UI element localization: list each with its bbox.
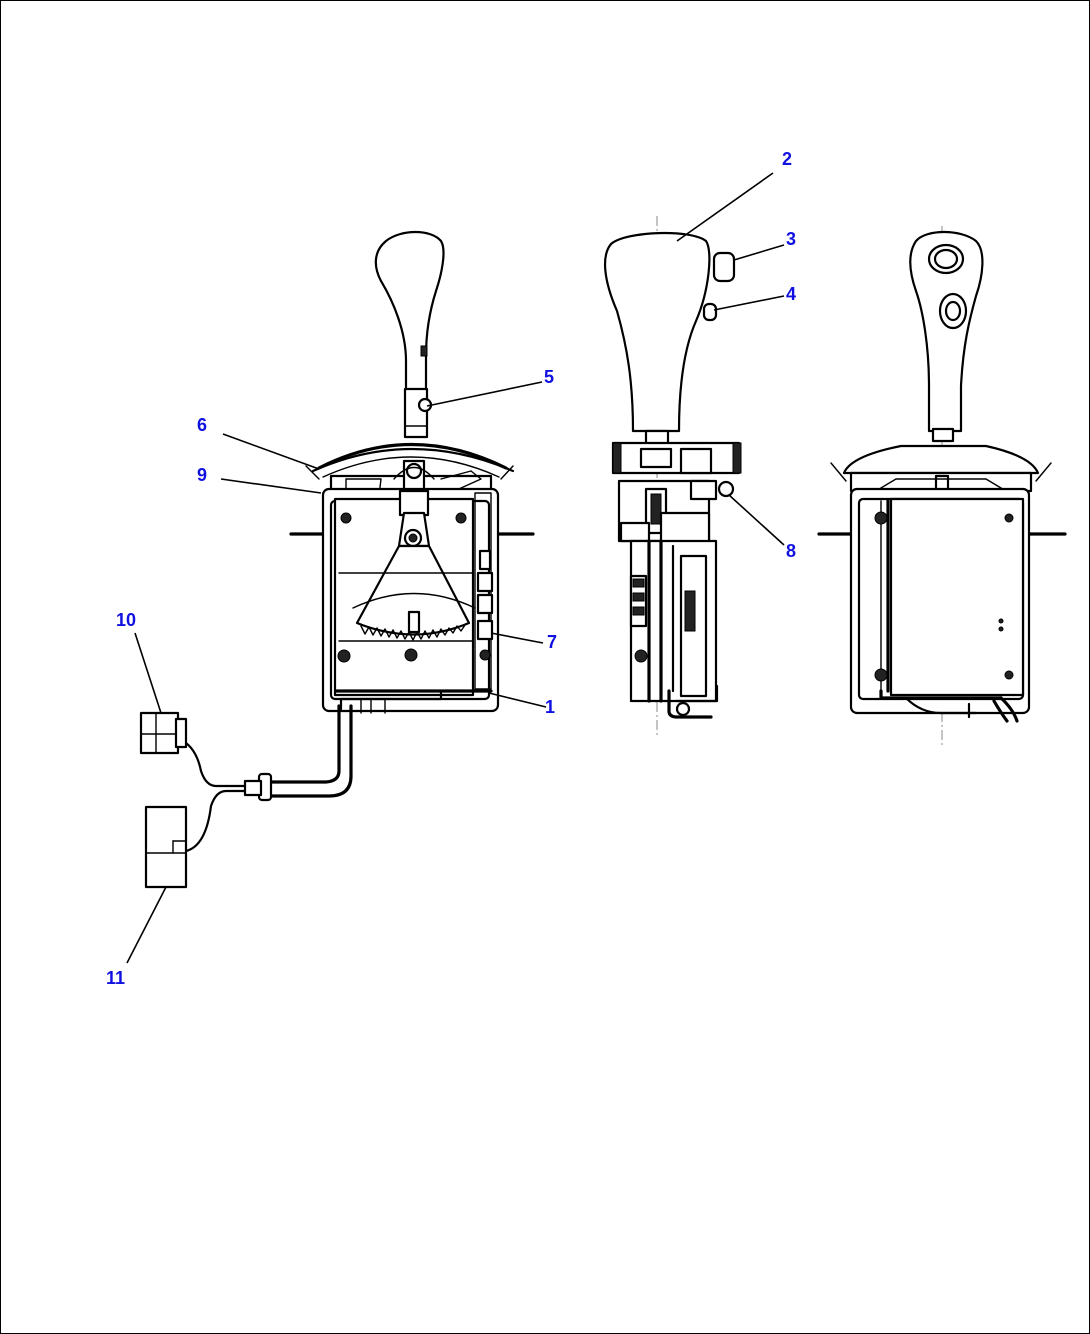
- callout-2: 2: [782, 149, 792, 169]
- callout-7: 7: [547, 632, 557, 652]
- callout-1: 1: [545, 697, 555, 717]
- leader-6: [222, 433, 320, 470]
- side-knob: [604, 231, 711, 433]
- callout-labels: 1 2 3 4 5 6 7 8 9 10 11: [106, 149, 796, 988]
- callout-8: 8: [786, 541, 796, 561]
- side-view: [604, 216, 742, 736]
- side-button-4: [702, 302, 718, 322]
- back-knob: [909, 231, 984, 433]
- leader-7a: [220, 478, 322, 494]
- back-plate: [889, 497, 1025, 697]
- callout-6: 6: [197, 415, 207, 435]
- side-button-3: [712, 251, 736, 283]
- callout-10: 10: [116, 610, 136, 630]
- back-view: [817, 226, 1067, 746]
- connector-10: [139, 711, 180, 755]
- callout-11: 11: [106, 968, 125, 988]
- leader-8: [728, 494, 785, 546]
- leader-1: [488, 692, 547, 708]
- connector-11: [144, 805, 188, 889]
- front-shaft: [403, 387, 429, 439]
- leader-10: [134, 632, 162, 714]
- leader-4: [713, 295, 785, 311]
- callout-4: 4: [786, 284, 796, 304]
- front-knob-pin: [420, 345, 428, 357]
- leader-3: [733, 244, 785, 261]
- leader-lines: [126, 172, 785, 964]
- front-cover-arc: [317, 443, 508, 470]
- front-lever-arm: [398, 489, 430, 517]
- callout-5: 5: [544, 367, 554, 387]
- callout-9: 9: [197, 465, 207, 485]
- front-view: [139, 231, 535, 889]
- front-knob: [374, 231, 445, 393]
- callout-3: 3: [786, 229, 796, 249]
- side-top-block: [611, 441, 741, 475]
- leader-5: [426, 381, 543, 407]
- back-knob-button: [938, 292, 968, 330]
- leader-11: [126, 886, 167, 964]
- back-cover: [842, 444, 1040, 475]
- leader-7: [490, 632, 544, 644]
- leader-2: [676, 172, 774, 242]
